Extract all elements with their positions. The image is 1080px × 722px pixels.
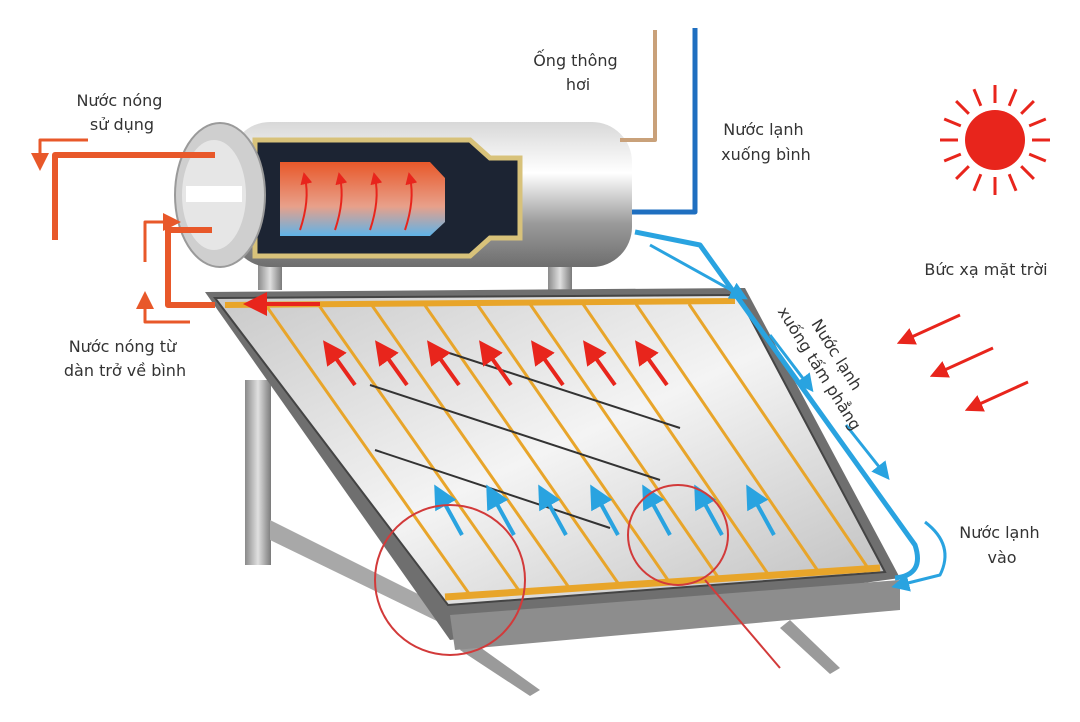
label-solar-radiation: Bức xạ mặt trời xyxy=(924,260,1047,279)
detail-circle-1 xyxy=(374,504,526,656)
riser-tube xyxy=(581,303,772,578)
storage-tank xyxy=(174,122,632,268)
label-cold-water-in: Nước lạnh vào xyxy=(959,523,1044,567)
sun-icon xyxy=(940,85,1050,195)
radiation-arrows xyxy=(896,313,1029,412)
cold-inlet-pipe xyxy=(632,28,698,215)
sun-ray xyxy=(1020,100,1035,115)
sun-ray xyxy=(1007,173,1018,192)
sun-ray xyxy=(943,117,962,128)
flow-arrow xyxy=(479,340,513,387)
sun-ray xyxy=(1020,165,1035,180)
label-vent-pipe: Ống thông hơi xyxy=(533,49,623,94)
flow-arrow xyxy=(486,484,516,536)
detail-circle-2 xyxy=(627,484,729,586)
flow-arrow xyxy=(531,340,565,387)
riser-tube xyxy=(634,303,822,575)
riser-tube xyxy=(369,303,572,590)
flow-arrow xyxy=(590,484,620,536)
riser-tube xyxy=(528,303,722,581)
riser-tube xyxy=(422,303,622,587)
flow-arrow xyxy=(375,340,409,387)
flow-arrow xyxy=(642,484,672,536)
flat-plate-collector xyxy=(205,288,900,669)
riser-tube xyxy=(316,303,522,593)
hot-outlet-pipe xyxy=(52,152,215,240)
flow-arrow xyxy=(427,340,461,387)
vent-pipe xyxy=(620,30,657,142)
pipes xyxy=(31,28,947,592)
riser-tube xyxy=(475,303,672,584)
sun-ray xyxy=(943,152,962,163)
sun-ray xyxy=(1007,88,1018,107)
sun-ray xyxy=(955,165,970,180)
riser-tube xyxy=(687,303,872,572)
flow-arrow xyxy=(538,484,568,536)
flow-arrow xyxy=(323,340,357,387)
sun-ray xyxy=(1028,117,1047,128)
sun-ray xyxy=(955,100,970,115)
flow-arrow xyxy=(635,340,669,387)
sun-ray xyxy=(972,88,983,107)
label-cold-water-to-tank: Nước lạnh xuống bình xyxy=(721,120,811,164)
flow-arrow xyxy=(746,484,776,536)
flow-arrow xyxy=(583,340,617,387)
hot-return-pipe xyxy=(165,227,215,308)
flow-arrow xyxy=(434,484,464,536)
sun-ray xyxy=(1028,152,1047,163)
flow-arrow xyxy=(694,484,724,536)
label-hot-water-use: Nước nóng sử dụng xyxy=(76,91,167,134)
sun-ray xyxy=(972,173,983,192)
label-hot-water-return: Nước nóng từ dàn trở về bình xyxy=(64,337,186,380)
riser-tube xyxy=(263,303,472,596)
riser-tubes xyxy=(263,303,872,596)
